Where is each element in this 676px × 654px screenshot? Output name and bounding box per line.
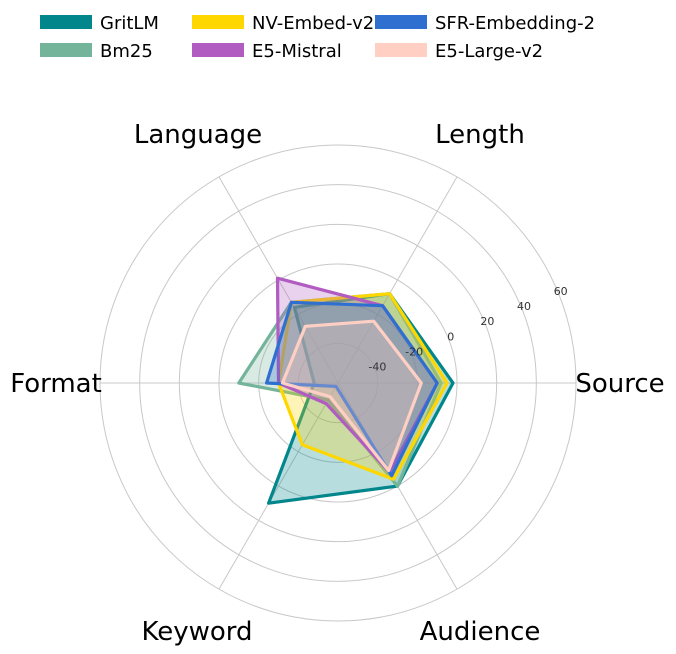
axis-label-audience: Audience xyxy=(420,617,541,647)
legend-item: E5-Mistral xyxy=(192,41,342,62)
legend-swatch xyxy=(40,43,92,57)
radar-series xyxy=(237,276,455,505)
legend-label: SFR-Embedding-2 xyxy=(435,13,595,34)
legend-label: Bm25 xyxy=(100,41,153,62)
legend-item: NV-Embed-v2 xyxy=(192,13,374,34)
axis-label-format: Format xyxy=(10,369,102,399)
radial-tick-label: 20 xyxy=(480,315,494,328)
axis-label-length: Length xyxy=(435,120,525,150)
radial-tick-label: 60 xyxy=(554,285,568,298)
axis-label-language: Language xyxy=(134,120,262,150)
axis-label-source: Source xyxy=(575,369,664,399)
legend-swatch xyxy=(375,15,427,29)
legend-label: NV-Embed-v2 xyxy=(252,13,374,34)
radial-tick-label: 0 xyxy=(447,330,454,343)
legend-label: E5-Large-v2 xyxy=(435,41,543,62)
legend-swatch xyxy=(40,15,92,29)
series-e5-large-v2 xyxy=(280,319,423,473)
legend-swatch xyxy=(192,15,244,29)
radial-tick-label: -20 xyxy=(405,346,423,359)
legend-label: GritLM xyxy=(100,13,159,34)
radial-tick-label: 40 xyxy=(517,300,531,313)
grid-spoke xyxy=(218,382,339,590)
legend-item: E5-Large-v2 xyxy=(375,41,543,62)
axis-label-keyword: Keyword xyxy=(141,617,252,647)
legend-item: SFR-Embedding-2 xyxy=(375,13,595,34)
radial-tick-label: -40 xyxy=(368,361,386,374)
legend-label: E5-Mistral xyxy=(252,41,342,62)
radial-tick-labels: -40 -20 0 20 40 60 xyxy=(368,285,567,374)
legend-swatch xyxy=(375,43,427,57)
legend-item: GritLM xyxy=(40,13,159,34)
legend-item: Bm25 xyxy=(40,41,153,62)
legend-swatch xyxy=(192,43,244,57)
grid-spoke xyxy=(337,176,458,384)
